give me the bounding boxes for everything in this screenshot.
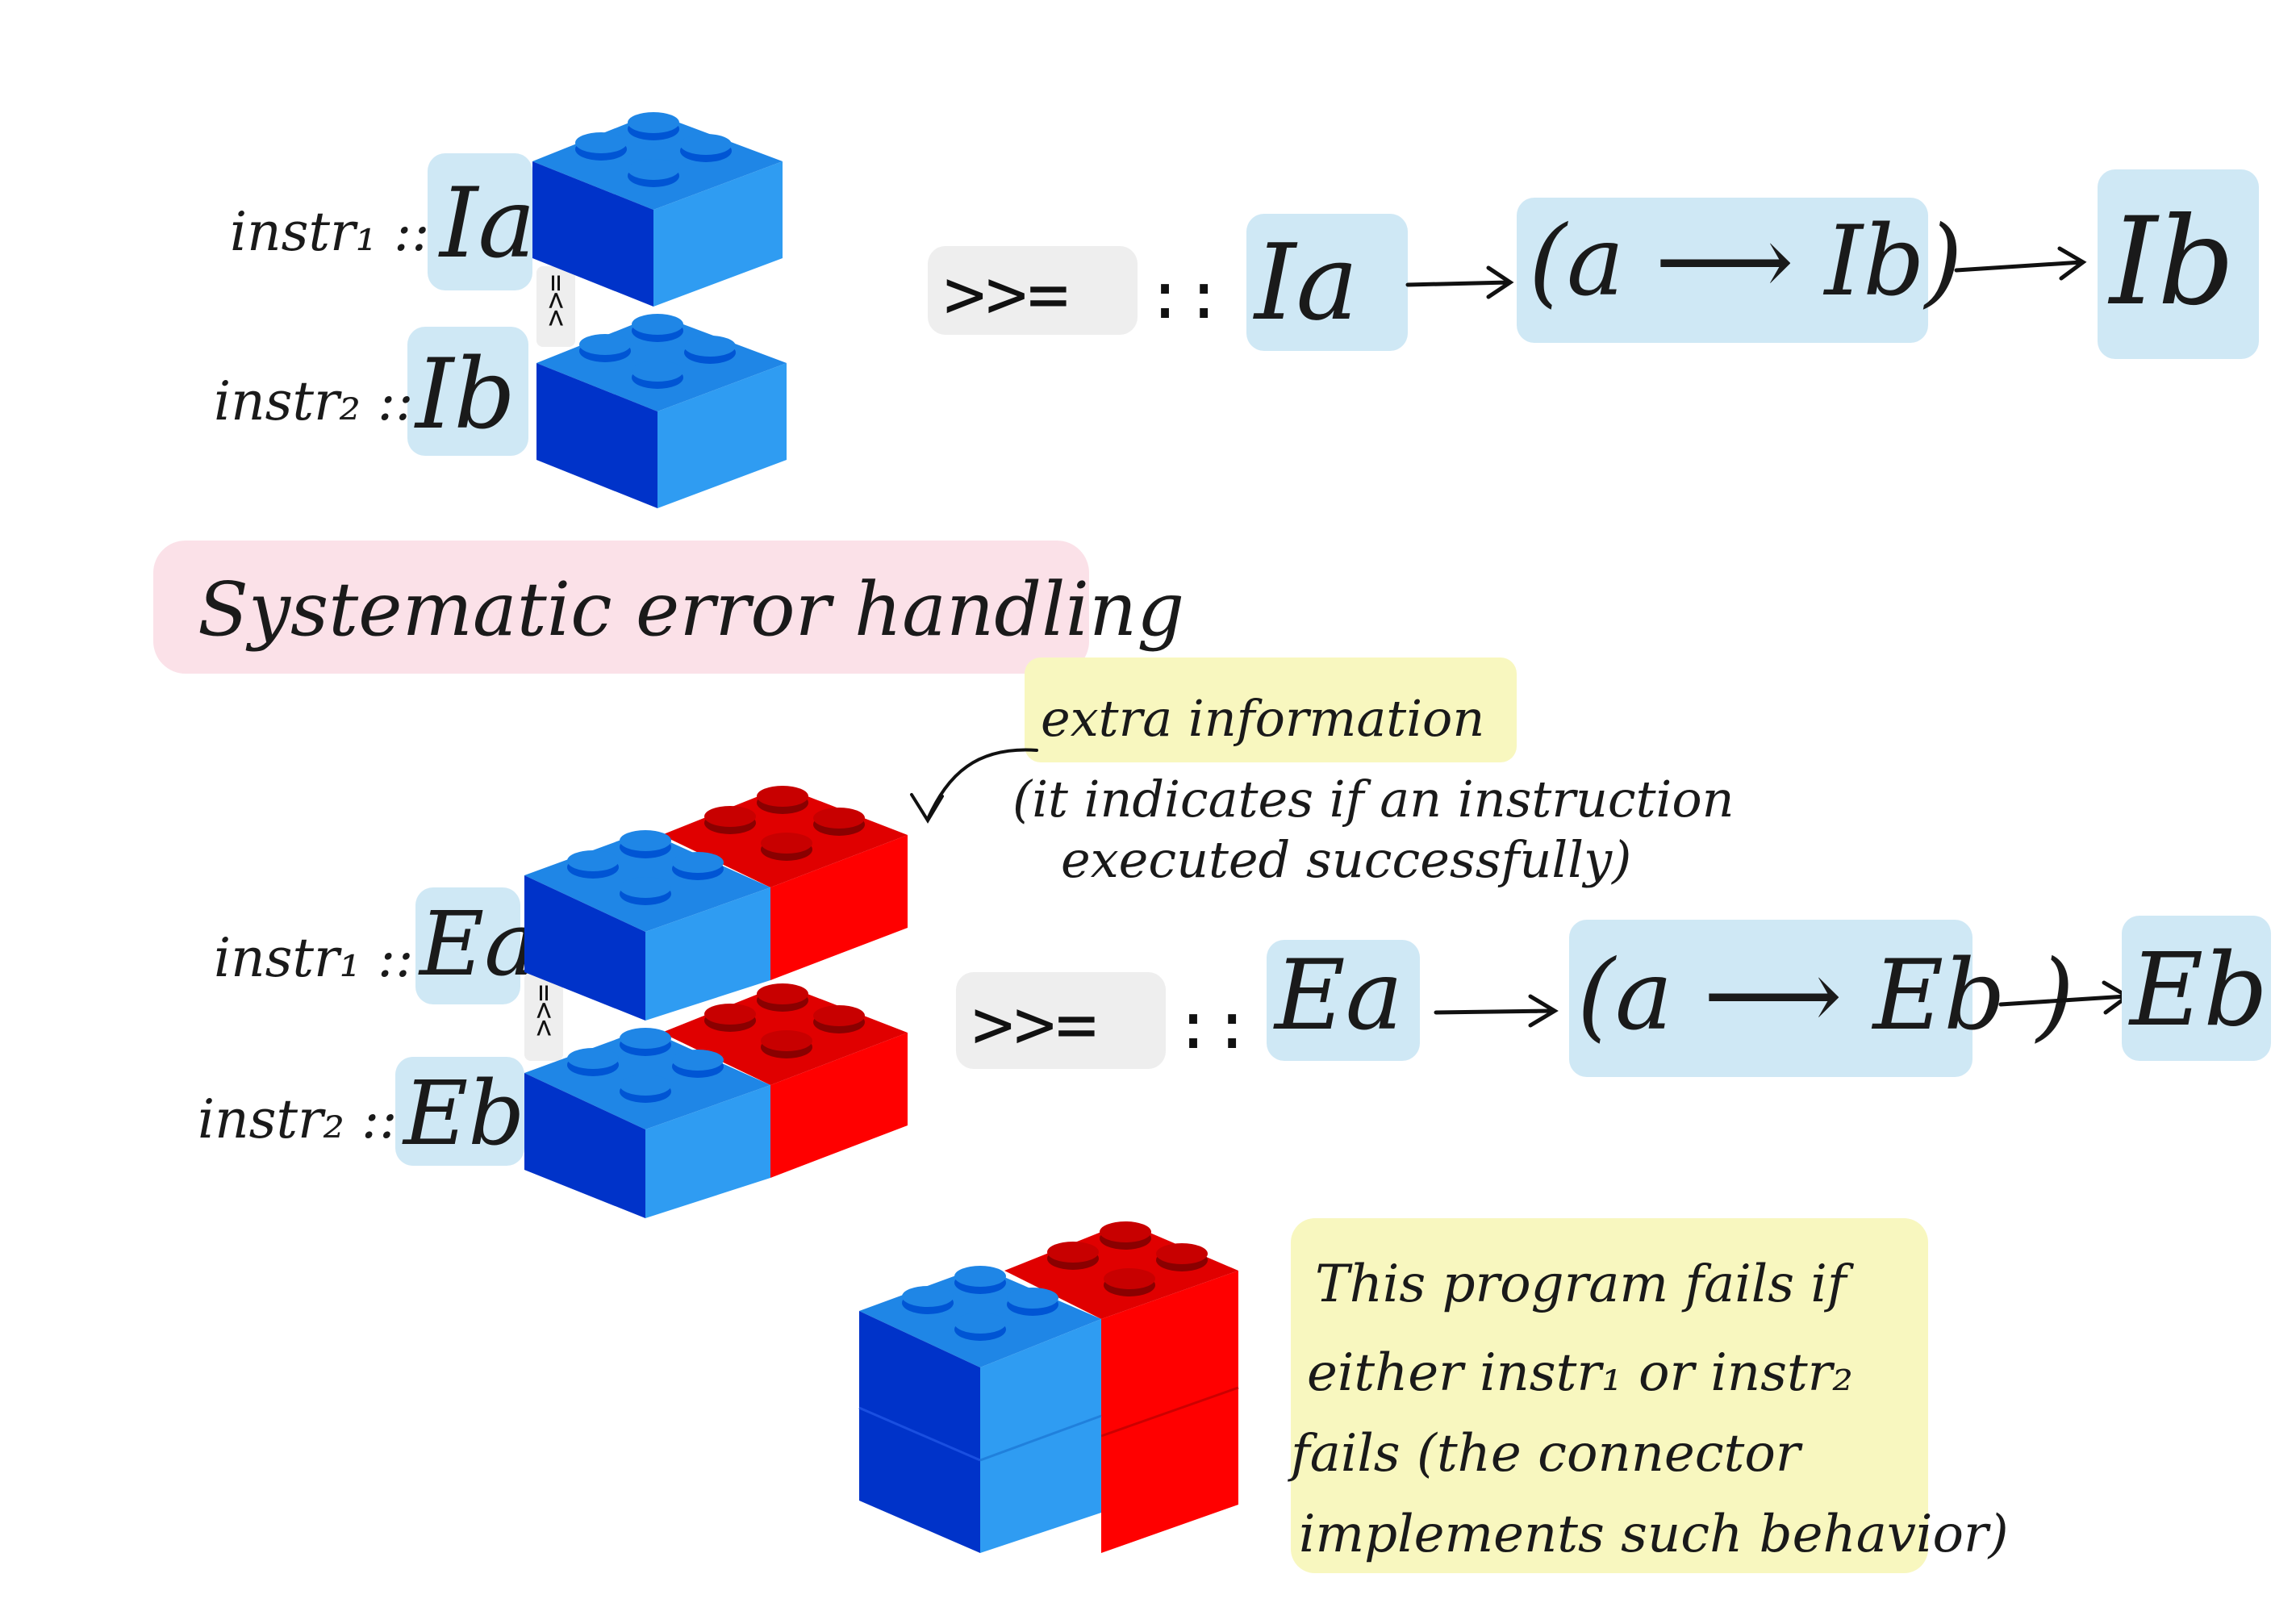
program-note-line2: either instr₁ or instr₂ [1307,1343,1853,1403]
heading-highlight [153,541,1089,674]
program-note-line4: implements such behavior) [1299,1505,2009,1564]
note-extra-line1: (it indicates if an instruction [1012,770,1735,829]
sig-arg-type-2: Ea [1275,940,1404,1052]
note-extra-title: extra information [1041,689,1485,748]
instr2-label-2: instr₂ :: [198,1088,398,1150]
curved-arrow-icon [910,748,1038,824]
sig-fn-highlight [1517,198,1928,343]
lego-error-brick-bottom [524,983,908,1218]
type-eb: Eb [403,1062,525,1165]
section-heading: Systematic error handling [198,566,1185,653]
type-colons: :: [1146,258,1224,333]
note-extra-line2: executed successfully) [1061,830,1632,889]
arrow-icon [1954,246,2087,281]
connector-highlight [524,972,563,1061]
arrow-icon [1405,265,1514,299]
type-ea: Ea [420,892,537,996]
lego-error-brick-top [524,786,908,1021]
type-highlight [415,887,520,1004]
type-ia: Ia [440,168,536,280]
bind-operator-2: >>= [972,984,1098,1065]
program-note-highlight [1291,1218,1928,1573]
program-note-line3: fails (the connector [1291,1424,1801,1484]
bind-operator: >>= [944,254,1070,335]
type-highlight [407,327,528,456]
sig-result-type-2: Eb [2130,932,2269,1049]
program-note-line1: This program fails if [1315,1255,1847,1314]
sig-fn-highlight [1569,920,1972,1077]
bind-op-highlight [928,246,1138,335]
instr1-label-2: instr₁ :: [214,927,414,989]
sig-fn-type: (a ⟶ Ib) [1529,206,1963,318]
sig-fn-type-2: (a ⟶ Eb ) [1577,940,2075,1052]
sig-arg-type: Ia [1254,221,1359,344]
bind-op-highlight [956,972,1166,1069]
instr1-label: instr₁ :: [230,201,430,263]
instr2-label: instr₂ :: [214,370,414,432]
type-colons-2: :: [1174,988,1252,1063]
sig-result-highlight [2122,916,2271,1061]
sig-arg-highlight [1267,940,1420,1061]
type-highlight [428,153,532,290]
lego-blue-brick-top [532,112,783,307]
lego-blue-brick-bottom [536,314,787,508]
sig-arg-highlight [1246,214,1408,351]
connector-highlight [536,266,575,347]
note-highlight [1025,658,1517,762]
type-ib: Ib [415,339,516,451]
type-highlight [395,1057,524,1166]
lego-combined-program [858,1221,1239,1553]
arrow-icon [1434,994,1559,1028]
arrow-icon [1998,980,2131,1015]
sig-result-type: Ib [2110,192,2235,332]
sig-result-highlight [2098,169,2259,359]
